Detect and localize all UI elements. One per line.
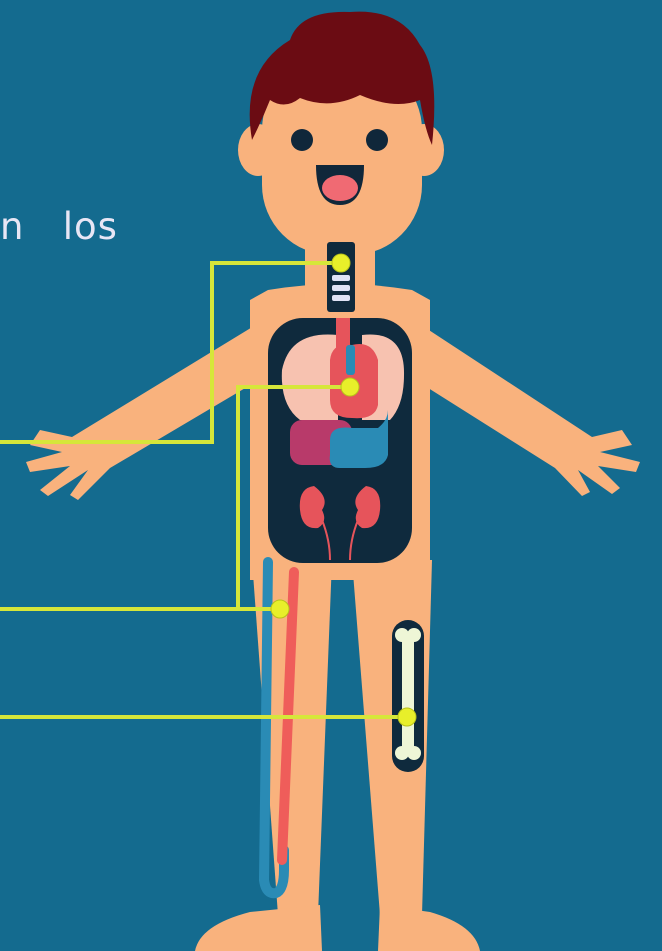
organ-cavity	[268, 318, 412, 563]
left-foot	[195, 905, 322, 951]
pulmonary-vessel	[346, 345, 355, 375]
right-foot	[378, 905, 480, 951]
right-eye	[366, 129, 388, 151]
head	[238, 12, 444, 255]
left-eye	[291, 129, 313, 151]
leg-bone	[392, 620, 424, 772]
caption-text: n los	[0, 205, 118, 248]
trachea	[327, 242, 355, 312]
blood-vessels-pointer-dot	[271, 600, 289, 618]
heart-pointer-dot	[341, 378, 359, 396]
bone-pointer-dot	[398, 708, 416, 726]
trachea-pointer-dot	[332, 254, 350, 272]
tongue	[322, 175, 358, 201]
